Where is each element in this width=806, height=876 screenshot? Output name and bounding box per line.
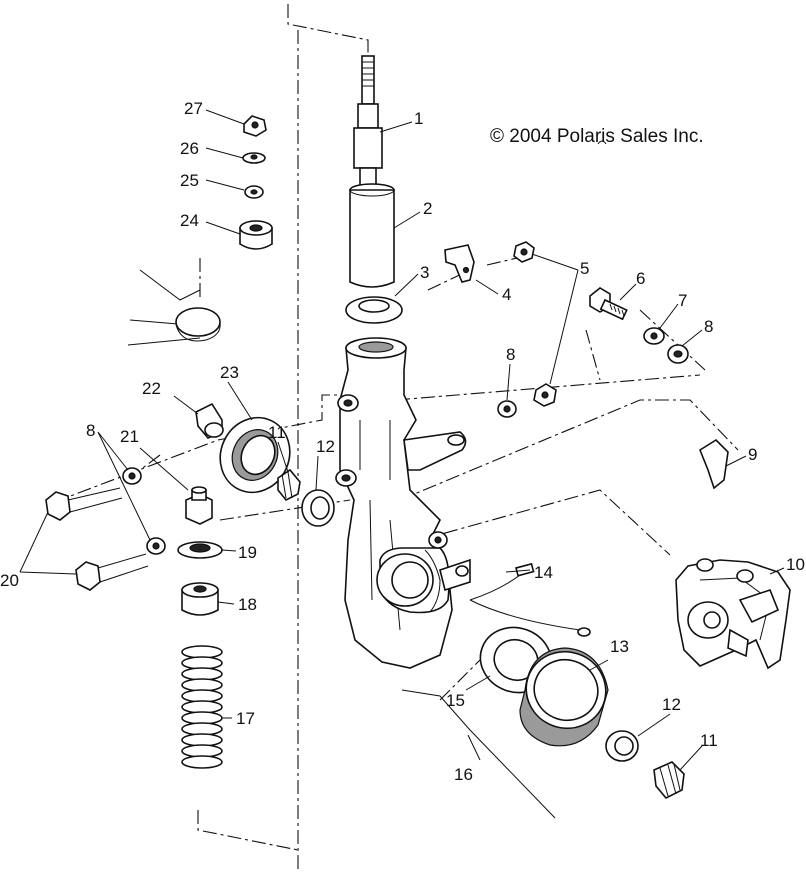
spring-17 bbox=[181, 645, 223, 769]
nut-5-lower bbox=[533, 383, 557, 407]
washer-25 bbox=[244, 185, 264, 199]
callout-12-left: 12 bbox=[316, 437, 335, 456]
callout-21: 21 bbox=[120, 427, 139, 446]
nut-11-left bbox=[277, 468, 301, 502]
callout-8-right: 8 bbox=[704, 317, 713, 336]
callout-labels: 1 2 3 4 5 6 7 8 8 8 9 10 11 11 12 12 13 … bbox=[0, 99, 805, 784]
washer-19 bbox=[177, 541, 223, 559]
callout-19: 19 bbox=[238, 543, 257, 562]
nut-11-right bbox=[653, 761, 685, 799]
seal-12-left bbox=[301, 489, 335, 527]
callout-11-left: 11 bbox=[268, 423, 286, 442]
washer-8-left-upper bbox=[122, 467, 142, 485]
seal-12-right bbox=[605, 730, 639, 762]
callout-16: 16 bbox=[454, 765, 473, 784]
callout-4: 4 bbox=[502, 285, 511, 304]
bearing-13 bbox=[519, 647, 609, 747]
callout-17: 17 bbox=[236, 709, 255, 728]
seal-23 bbox=[219, 416, 291, 494]
strut-housing bbox=[335, 337, 471, 669]
dust-tube bbox=[349, 183, 395, 288]
callout-13: 13 bbox=[610, 637, 629, 656]
callout-7: 7 bbox=[678, 291, 687, 310]
callout-12-right: 12 bbox=[662, 695, 681, 714]
bolt-20-upper bbox=[45, 487, 123, 521]
leader-lines bbox=[19, 109, 785, 771]
washer-8-mid bbox=[497, 400, 517, 418]
upper-spring-seat bbox=[127, 269, 221, 346]
callout-11-right: 11 bbox=[700, 731, 718, 750]
washer-8-left-lower bbox=[146, 537, 166, 555]
washer-26 bbox=[242, 152, 266, 164]
callout-2: 2 bbox=[423, 199, 432, 218]
callout-23: 23 bbox=[220, 363, 239, 382]
nut-27 bbox=[243, 115, 267, 137]
copyright-notice: © 2004 Polaris Sales Inc. bbox=[490, 126, 704, 147]
callout-10: 10 bbox=[786, 555, 805, 574]
washer-7 bbox=[643, 327, 665, 345]
shock-shaft bbox=[353, 55, 383, 191]
callout-3: 3 bbox=[420, 263, 429, 282]
callout-27: 27 bbox=[184, 99, 203, 118]
callout-24: 24 bbox=[180, 211, 199, 230]
callout-5: 5 bbox=[580, 259, 589, 278]
nut-5-upper bbox=[513, 241, 535, 263]
spacer-18 bbox=[181, 582, 219, 616]
washer-8-right bbox=[667, 344, 689, 364]
callout-9: 9 bbox=[748, 445, 757, 464]
bracket-4 bbox=[444, 244, 475, 283]
callout-20: 20 bbox=[0, 571, 19, 590]
callout-6: 6 bbox=[636, 269, 645, 288]
bolt-20-lower bbox=[75, 553, 149, 591]
callout-8-left: 8 bbox=[86, 421, 95, 440]
callout-25: 25 bbox=[180, 171, 199, 190]
sensor-14 bbox=[469, 562, 591, 637]
callout-18: 18 bbox=[238, 595, 257, 614]
bolt-6 bbox=[589, 287, 628, 321]
callout-15: 15 bbox=[446, 691, 465, 710]
kit-bracket-16 bbox=[401, 689, 556, 819]
callout-26: 26 bbox=[180, 139, 199, 158]
washer-3 bbox=[345, 296, 403, 324]
bushing-24 bbox=[239, 220, 273, 250]
callout-1: 1 bbox=[414, 109, 423, 128]
callout-22: 22 bbox=[142, 379, 161, 398]
callout-14: 14 bbox=[534, 563, 553, 582]
callout-8-mid: 8 bbox=[506, 345, 515, 364]
bumper-9 bbox=[699, 438, 729, 490]
nut-21 bbox=[185, 486, 213, 525]
caliper-10 bbox=[675, 558, 791, 670]
bushing-22 bbox=[195, 402, 224, 439]
